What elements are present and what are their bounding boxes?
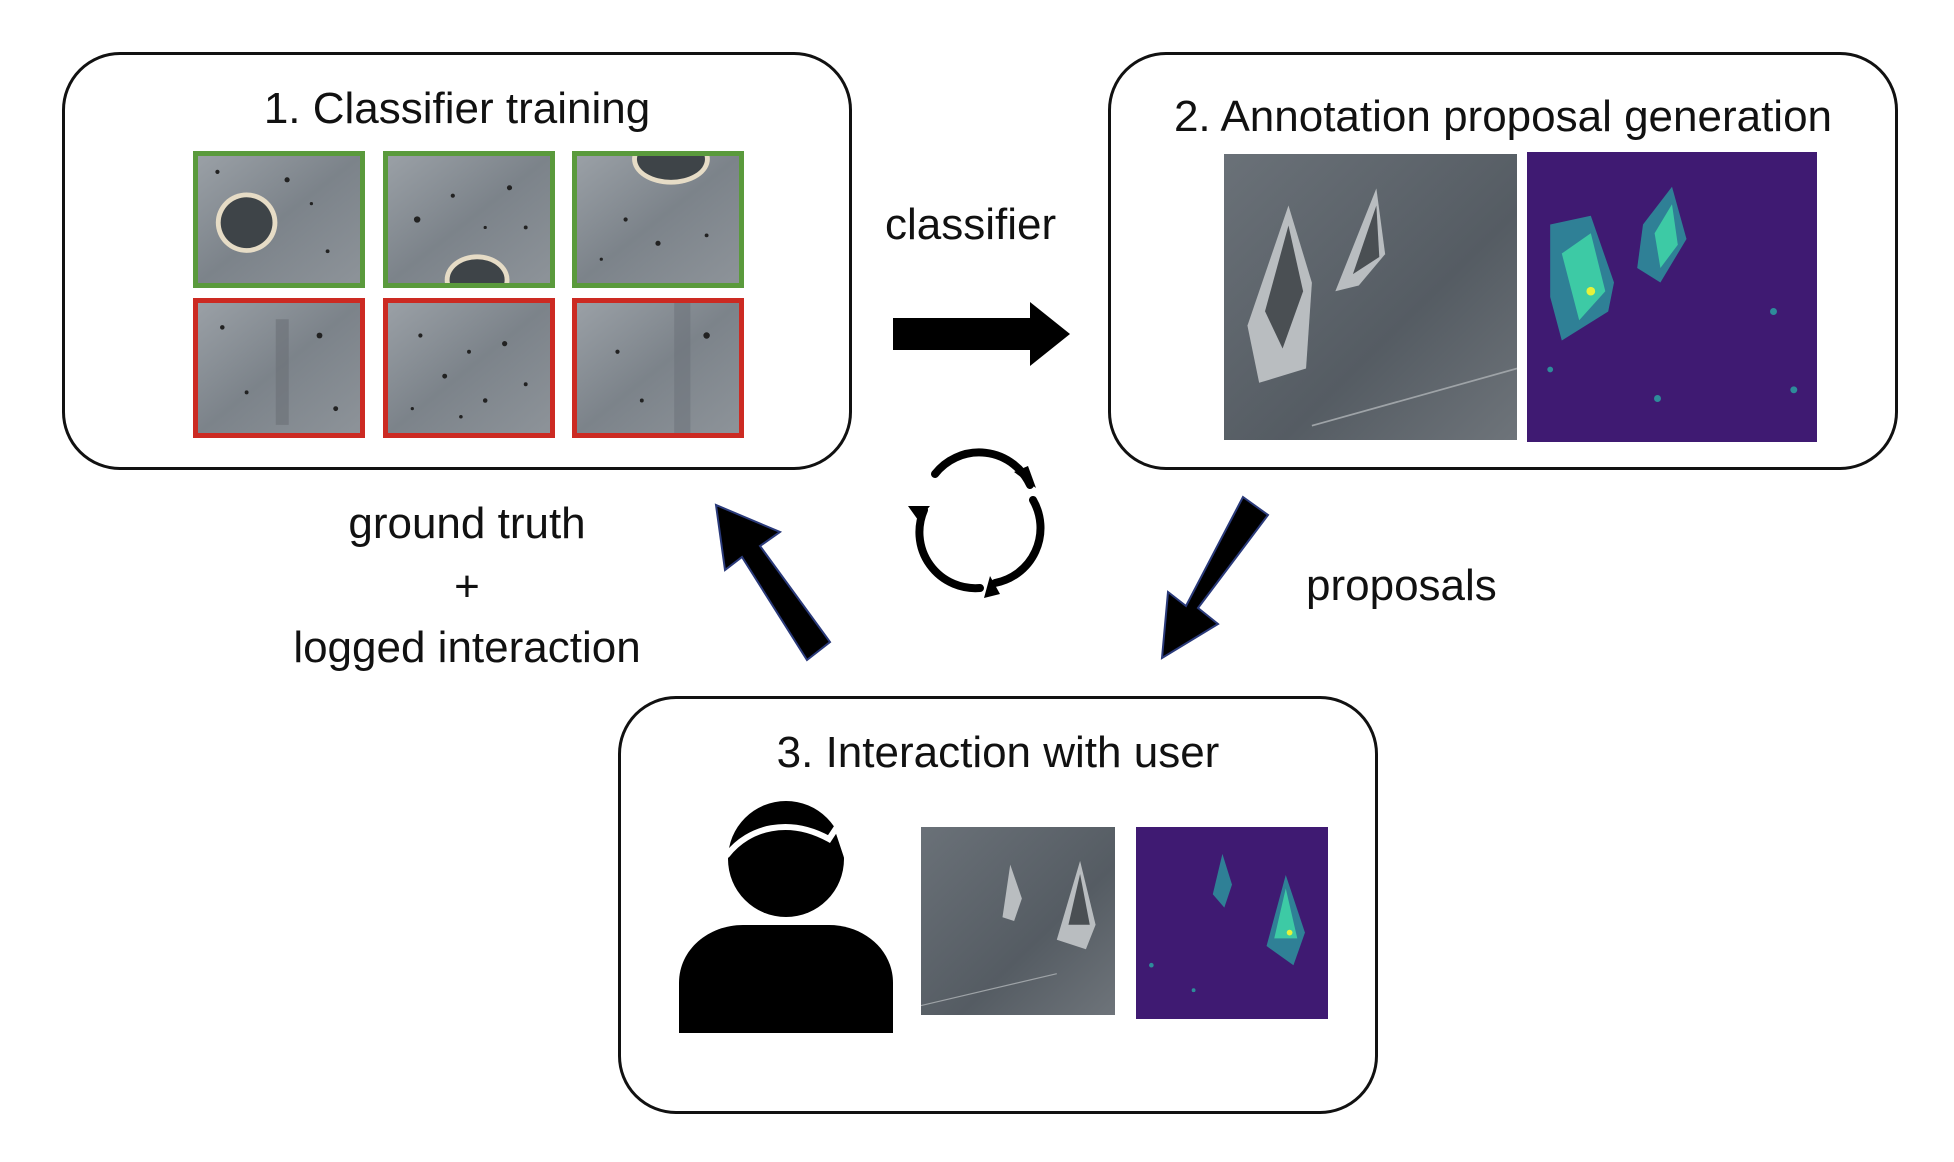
negative-sample-2 — [383, 298, 555, 438]
positive-sample-2 — [383, 151, 555, 288]
feedback-label-line3: logged interaction — [293, 623, 641, 672]
proposals-label: proposals — [1306, 561, 1497, 610]
stage3-title: 3. Interaction with user — [776, 728, 1220, 777]
arrow-feedback — [714, 503, 832, 662]
stage1-box: 1. Classifier training — [62, 52, 852, 470]
stage1-title: 1. Classifier training — [263, 84, 651, 133]
arrow-classifier — [893, 302, 1070, 366]
stage2-title: 2. Annotation proposal generation — [1173, 92, 1833, 141]
negative-sample-3 — [572, 298, 744, 438]
stage2-box: 2. Annotation proposal generation — [1108, 52, 1898, 470]
refresh-cycle-arrowheads — [908, 466, 1036, 598]
arrow-proposals — [1160, 495, 1270, 660]
classifier-label: classifier — [885, 200, 1057, 249]
user-view-heatmap — [1136, 827, 1328, 1019]
feedback-label-line1: ground truth — [348, 499, 586, 548]
feedback-label-line2: + — [454, 562, 480, 611]
positive-sample-1 — [193, 151, 365, 288]
positive-sample-3 — [572, 151, 744, 288]
user-view-image — [921, 827, 1115, 1015]
stage3-box: 3. Interaction with user — [618, 696, 1378, 1114]
concrete-damage-image — [1224, 154, 1517, 440]
proposal-heatmap — [1527, 152, 1817, 442]
user-icon — [679, 797, 893, 1033]
negative-sample-1 — [193, 298, 365, 438]
